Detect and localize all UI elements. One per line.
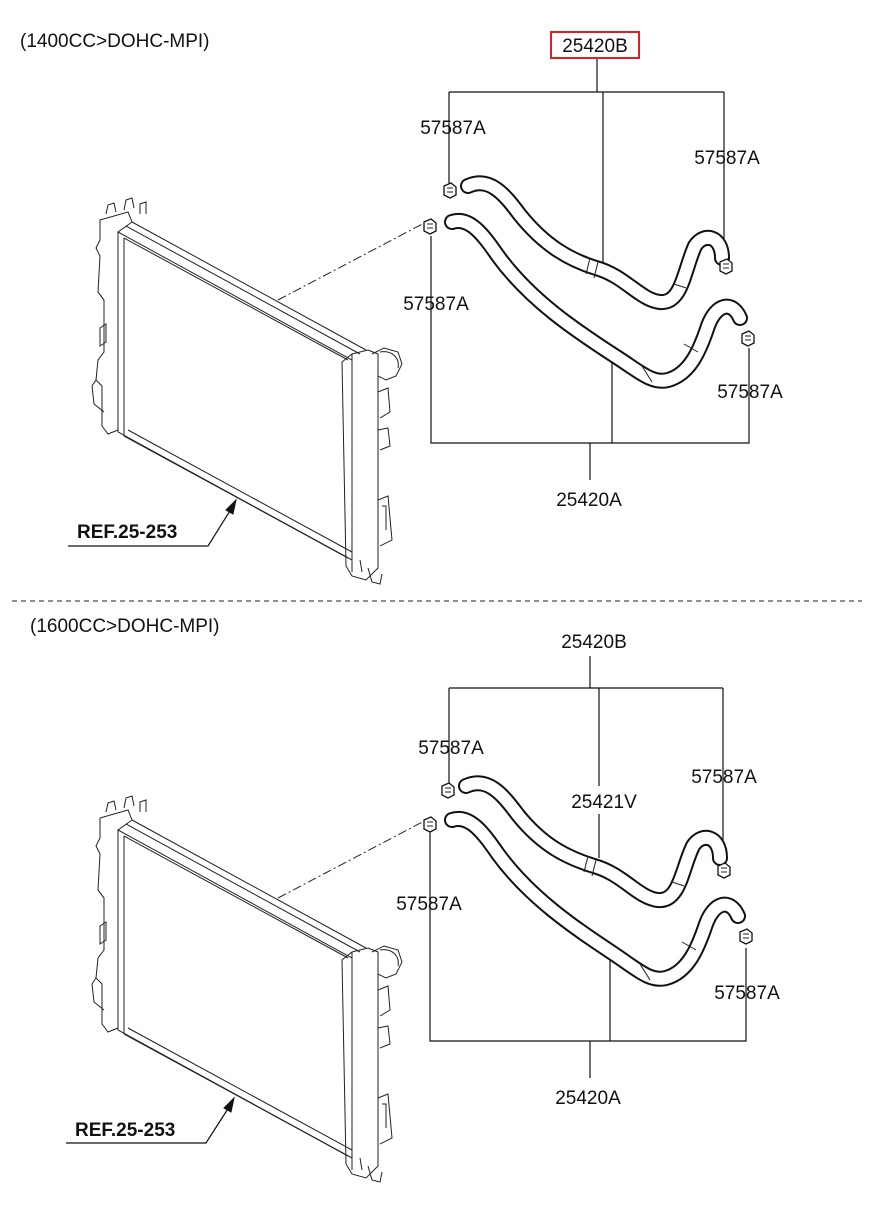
section-heading: (1600CC>DOHC-MPI)	[30, 616, 220, 637]
hose-lower-25420a	[444, 810, 746, 987]
part-label-clamp: 57587A	[714, 983, 780, 1004]
section-1400cc: (1400CC>DOHC-MPI)	[20, 31, 783, 585]
clamp-icon	[423, 816, 437, 833]
leader-lines	[277, 656, 747, 1078]
leader-lines	[277, 58, 750, 480]
part-label-25420b: 25420B	[561, 632, 627, 653]
hose-lower-25420a	[444, 212, 748, 389]
clamp-icon	[739, 928, 753, 945]
hose-upper-25420b	[460, 175, 730, 310]
clamp-icon	[423, 218, 437, 235]
ref-callout: REF.25-253	[68, 498, 237, 547]
ref-label: REF.25-253	[75, 1120, 175, 1141]
part-label-25420b: 25420B	[562, 36, 628, 57]
clamp-icon	[443, 182, 457, 199]
ref-callout: REF.25-253	[66, 1096, 235, 1144]
hose-upper-25420b	[458, 775, 728, 908]
part-label-clamp: 57587A	[418, 738, 484, 759]
part-label-clamp: 57587A	[396, 894, 462, 915]
clamp-icon	[441, 782, 455, 799]
section-heading: (1400CC>DOHC-MPI)	[20, 31, 210, 52]
part-label-clamp: 57587A	[694, 148, 760, 169]
clamp-icon	[719, 258, 733, 275]
part-label-25421v: 25421V	[571, 792, 637, 813]
highlight-box	[550, 31, 640, 59]
part-label-25420a: 25420A	[556, 490, 622, 511]
ref-label: REF.25-253	[77, 522, 177, 543]
part-label-clamp: 57587A	[717, 382, 783, 403]
clamp-icon	[741, 330, 755, 347]
part-label-clamp: 57587A	[420, 118, 486, 139]
part-label-clamp: 57587A	[403, 294, 469, 315]
clamp-icon	[717, 862, 731, 879]
part-label-clamp: 57587A	[691, 767, 757, 788]
part-label-25420a: 25420A	[555, 1088, 621, 1109]
section-1600cc: (1600CC>DOHC-MPI)	[30, 616, 780, 1183]
